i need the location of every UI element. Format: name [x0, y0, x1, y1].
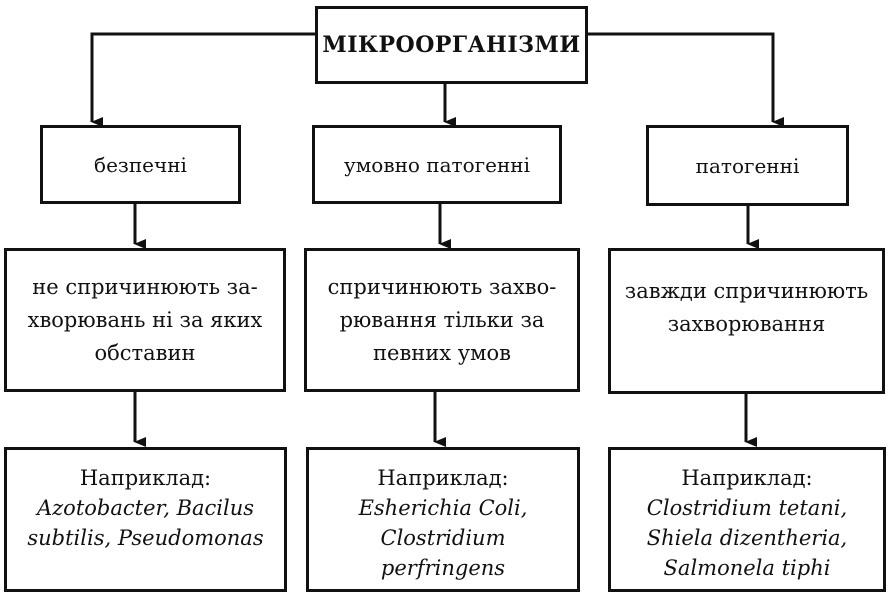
example-species: Clostridium tetani, — [646, 496, 848, 520]
category-conditional: умовно патогенні — [312, 125, 562, 204]
example-heading: Наприклад: — [79, 466, 212, 490]
examples-conditional: Наприклад: Esherichia Coli, Clostridium … — [306, 447, 580, 592]
category-safe: безпечні — [40, 125, 241, 204]
examples-safe: Наприклад: Azotobacter, Bacilus subtilis… — [4, 447, 287, 592]
description-conditional: спричинюють захво- рювання тільки за пев… — [304, 248, 580, 392]
description-line: спричинюють захво- — [327, 274, 557, 299]
category-label: умовно патогенні — [343, 152, 531, 177]
category-label: патогенні — [695, 153, 800, 178]
description-line: хворювань ні за яких — [27, 307, 263, 332]
description-safe: не спричинюють за- хворювань ні за яких … — [4, 248, 286, 392]
description-line: захворювання — [667, 312, 826, 336]
example-heading: Наприклад: — [377, 466, 509, 490]
example-species: perfringens — [380, 556, 506, 580]
arrow-root-to-pathogenic — [588, 32, 784, 127]
category-pathogenic: патогенні — [646, 125, 849, 206]
description-line: не спричинюють за- — [32, 274, 258, 299]
root-node: МІКРООРГАНІЗМИ — [315, 6, 588, 84]
example-species: Shiela dizentheria, — [646, 526, 848, 550]
example-species: Azotobacter, Bacilus — [36, 496, 255, 520]
category-label: безпечні — [94, 152, 187, 177]
description-line: певних умов — [373, 340, 511, 365]
examples-pathogenic: Наприклад: Clostridium tetani, Shiela di… — [608, 447, 886, 592]
description-line: завжди спричинюють — [624, 279, 869, 303]
description-pathogenic: завжди спричинюють захворювання — [608, 248, 885, 394]
example-species: Salmonela tiphi — [663, 556, 831, 580]
description-line: рювання тільки за — [339, 307, 545, 332]
example-species: Clostridium — [380, 526, 506, 550]
example-species: subtilis, Pseudomonas — [27, 526, 264, 550]
root-label: МІКРООРГАНІЗМИ — [322, 32, 581, 58]
example-heading: Наприклад: — [681, 466, 813, 490]
example-species: Esherichia Coli, — [358, 496, 528, 520]
arrow-root-to-safe — [90, 32, 315, 127]
description-line: обставин — [94, 340, 196, 365]
